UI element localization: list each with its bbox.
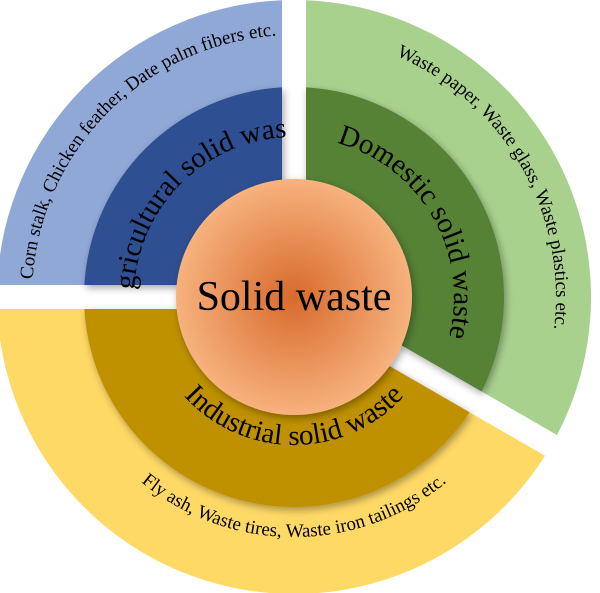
- industrial-inner-segment: [84, 308, 470, 508]
- domestic-inner-segment: [305, 87, 504, 392]
- center-circle: [176, 179, 412, 415]
- domestic-outer-segment: [305, 0, 591, 435]
- industrial-outer-segment: [0, 308, 546, 593]
- agricultural-outer-segment: [0, 0, 283, 286]
- agricultural-inner-segment: [84, 87, 283, 286]
- center-label: Solid waste: [197, 274, 392, 320]
